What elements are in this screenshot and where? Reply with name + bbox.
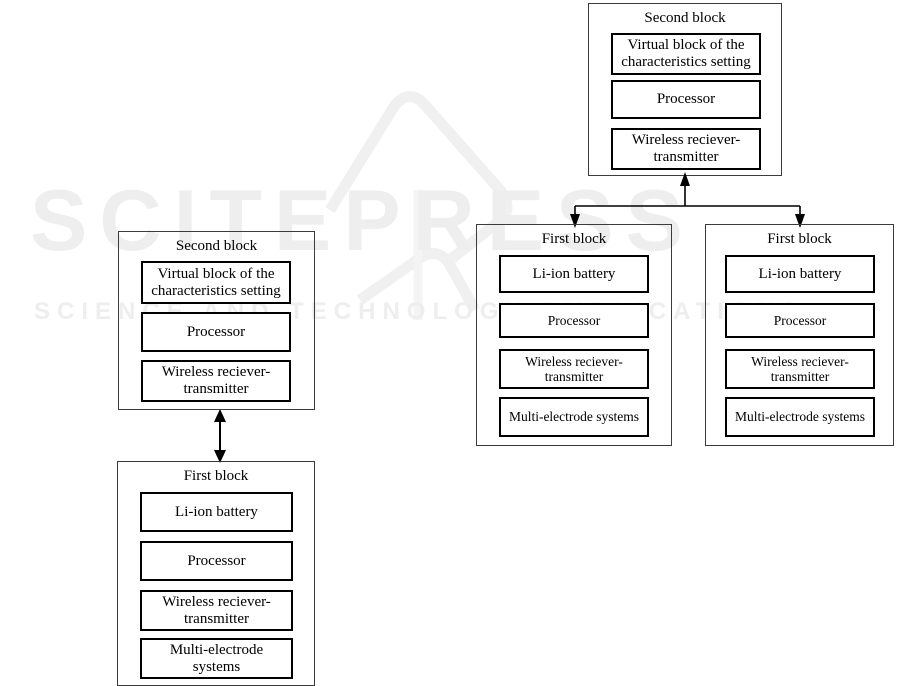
right-second-wireless: Wireless reciever-transmitter <box>611 128 761 170</box>
left-first-battery: Li-ion battery <box>140 492 293 532</box>
right-b-wireless: Wireless reciever-transmitter <box>725 349 875 389</box>
right-first-block-b-group: First block Li-ion battery Processor Wir… <box>705 224 894 446</box>
right-a-battery: Li-ion battery <box>499 255 649 293</box>
left-first-electrodes: Multi-electrode systems <box>140 638 293 679</box>
right-tree-connector <box>570 172 805 228</box>
right-b-processor: Processor <box>725 303 875 338</box>
right-a-wireless: Wireless reciever-transmitter <box>499 349 649 389</box>
left-first-block-title: First block <box>183 468 249 484</box>
left-first-block-group: First block Li-ion battery Processor Wir… <box>117 461 315 686</box>
right-second-processor: Processor <box>611 80 761 119</box>
right-b-electrodes: Multi-electrode systems <box>725 397 875 437</box>
right-second-block-group: Second block Virtual block of the charac… <box>588 3 782 176</box>
right-second-virtual-block: Virtual block of the characteristics set… <box>611 33 761 75</box>
right-first-block-a-group: First block Li-ion battery Processor Wir… <box>476 224 672 446</box>
left-second-block-group: Second block Virtual block of the charac… <box>118 231 315 410</box>
right-a-processor: Processor <box>499 303 649 338</box>
left-second-processor: Processor <box>141 312 291 352</box>
right-a-electrodes: Multi-electrode systems <box>499 397 649 437</box>
left-second-block-title: Second block <box>175 238 258 254</box>
right-second-block-title: Second block <box>644 10 726 26</box>
right-first-block-a-title: First block <box>541 231 607 247</box>
right-first-block-b-title: First block <box>767 231 832 247</box>
left-first-wireless: Wireless reciever-transmitter <box>140 590 293 631</box>
left-second-wireless: Wireless reciever-transmitter <box>141 360 291 402</box>
left-bidirectional-arrow-icon <box>214 409 226 463</box>
left-second-virtual-block: Virtual block of the characteristics set… <box>141 261 291 304</box>
left-first-processor: Processor <box>140 541 293 581</box>
right-b-battery: Li-ion battery <box>725 255 875 293</box>
